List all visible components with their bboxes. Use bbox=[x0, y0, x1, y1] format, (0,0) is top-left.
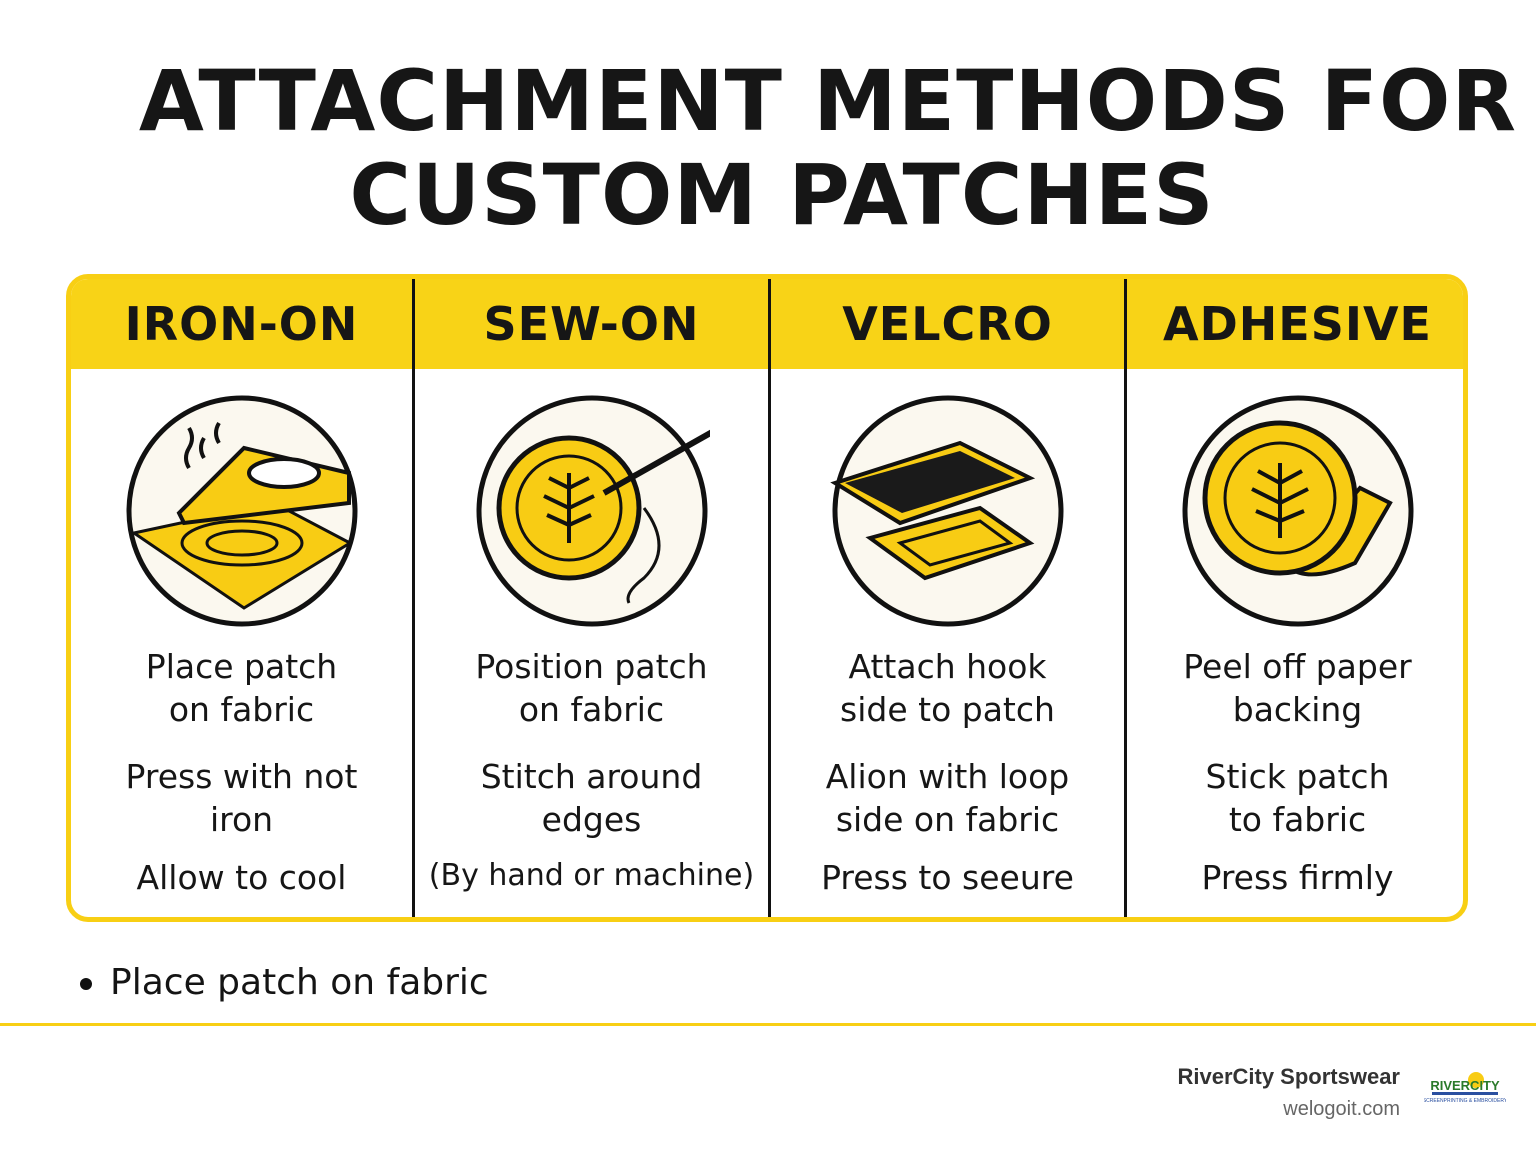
step-text: to fabric bbox=[1228, 800, 1367, 839]
needle-patch-icon bbox=[476, 395, 710, 627]
svg-text:RIVERCITY: RIVERCITY bbox=[1430, 1078, 1500, 1093]
step-text: (By hand or machine) bbox=[428, 858, 755, 893]
step-text: Stitch around bbox=[480, 757, 703, 796]
column-heading: SEW-ON bbox=[483, 297, 700, 351]
velcro-icon bbox=[829, 395, 1063, 627]
step-text: on fabric bbox=[518, 690, 665, 729]
column-sew-on: SEW-ON Position patch on fabric Stitch a… bbox=[415, 279, 768, 917]
step-text: Allow to cool bbox=[136, 858, 347, 897]
iron-icon bbox=[126, 395, 357, 627]
column-heading: IRON-ON bbox=[124, 297, 359, 351]
column-heading: VELCRO bbox=[842, 297, 1053, 351]
step-text: Press with not bbox=[125, 757, 358, 796]
step-text: Position patch bbox=[475, 647, 708, 686]
adhesive-patch-icon bbox=[1182, 395, 1413, 627]
svg-text:SCREENPRINTING & EMBROIDERY: SCREENPRINTING & EMBROIDERY bbox=[1424, 1098, 1506, 1104]
column-divider bbox=[412, 279, 415, 917]
step-text: Press firmly bbox=[1201, 858, 1394, 897]
methods-table: IRON-ON Place patch on fabric Press with… bbox=[66, 274, 1468, 922]
step-text: backing bbox=[1232, 690, 1363, 729]
title-line-2: CUSTOM PATCHES bbox=[349, 146, 1215, 244]
step-text: iron bbox=[209, 800, 274, 839]
footer-divider bbox=[0, 1023, 1536, 1026]
step-text: side to patch bbox=[840, 690, 1055, 729]
column-divider bbox=[1124, 279, 1127, 917]
column-heading: ADHESIVE bbox=[1163, 297, 1432, 351]
step-text: Peel off paper bbox=[1183, 647, 1412, 686]
column-iron-on: IRON-ON Place patch on fabric Press with… bbox=[71, 279, 412, 917]
step-text: Place patch bbox=[145, 647, 338, 686]
column-velcro: VELCRO Attach hook side to patch Alion w… bbox=[771, 279, 1124, 917]
header-band bbox=[71, 279, 1463, 369]
step-text: Alion with loop bbox=[825, 757, 1070, 796]
brand-url[interactable]: welogoit.com bbox=[1283, 1098, 1400, 1120]
title-line-1: ATTACHMENT METHODS FOR bbox=[138, 52, 1518, 150]
column-divider bbox=[768, 279, 771, 917]
step-text: side on fabric bbox=[835, 800, 1060, 839]
brand-name: RiverCity Sportswear bbox=[1177, 1064, 1400, 1089]
rivercity-logo: RIVERCITY SCREENPRINTING & EMBROIDERY bbox=[1424, 1072, 1506, 1104]
bullet-note: Place patch on fabric bbox=[80, 962, 489, 1003]
column-adhesive: ADHESIVE Peel off paper backing Stick pa… bbox=[1127, 279, 1463, 917]
step-text: on fabric bbox=[168, 690, 315, 729]
step-text: edges bbox=[541, 800, 642, 839]
step-text: Stick patch bbox=[1205, 757, 1390, 796]
step-text: Press to seeure bbox=[821, 858, 1074, 897]
step-text: Attach hook bbox=[848, 647, 1047, 686]
